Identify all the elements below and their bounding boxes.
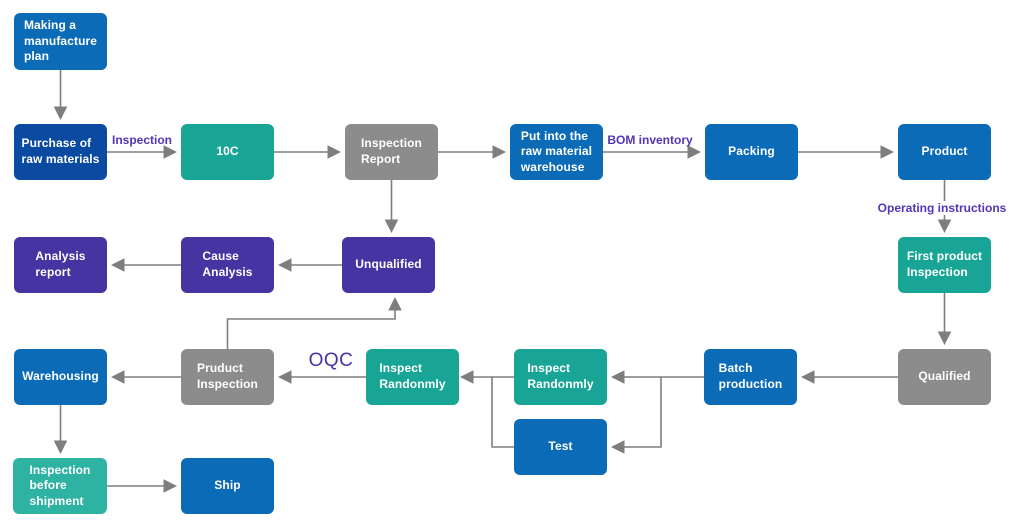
node-raw-material-warehouse: Put into the raw material warehouse <box>510 124 603 180</box>
node-label: 10C <box>216 144 239 159</box>
node-label: Warehousing <box>22 369 99 384</box>
node-packing: Packing <box>705 124 798 180</box>
edge-product-inspection-to-unqualified <box>226 296 402 349</box>
node-label: Inspection before shipment <box>29 462 91 508</box>
node-batch-production: Batch production <box>704 349 797 405</box>
node-label: Put into the raw material warehouse <box>520 128 593 174</box>
node-purchase-raw-materials: Purchase of raw materials <box>14 124 107 180</box>
edge-label-oqc: OQC <box>308 350 354 371</box>
node-label: Qualified <box>918 369 971 384</box>
node-making-plan: Making a manufacture plan <box>14 13 107 70</box>
node-inspection-report: Inspection Report <box>345 124 438 180</box>
node-product: Product <box>898 124 991 180</box>
node-label: Batch production <box>718 361 783 391</box>
node-first-product-inspection: First product Inspection <box>898 237 991 293</box>
node-label: Ship <box>214 478 241 493</box>
node-label: Inspect Randonmly <box>527 361 594 391</box>
node-cause-analysis: Cause Analysis <box>181 237 274 293</box>
node-label: Packing <box>728 144 775 159</box>
node-unqualified: Unqualified <box>342 237 435 293</box>
node-test: Test <box>514 419 607 475</box>
edge-label-inspection: Inspection <box>111 133 172 147</box>
node-label: Inspection Report <box>360 136 422 166</box>
node-product-inspection: Pruduct Inspection <box>181 349 274 405</box>
edge-test-join-line <box>491 376 514 448</box>
node-inspect-randomly-a: Inspect Randonmly <box>514 349 607 405</box>
node-10c: 10C <box>181 124 274 180</box>
node-inspect-randomly-b: Inspect Randonmly <box>366 349 459 405</box>
edge-label-operating-instructions: Operating instructions <box>874 201 1010 215</box>
edge-label-bom-inventory: BOM inventory <box>607 133 693 147</box>
node-label: Inspect Randonmly <box>379 361 446 391</box>
edge-batch-to-test <box>610 377 662 454</box>
node-analysis-report: Analysis report <box>14 237 107 293</box>
node-label: Cause Analysis <box>202 249 253 279</box>
node-label: Analysis report <box>35 249 86 279</box>
node-label: Product <box>921 144 968 159</box>
node-ship: Ship <box>181 458 274 514</box>
node-warehousing: Warehousing <box>14 349 107 405</box>
node-label: Unqualified <box>355 257 422 272</box>
node-label: Pruduct Inspection <box>196 361 258 391</box>
node-label: Test <box>548 439 573 454</box>
node-label: Making a manufacture plan <box>23 18 98 64</box>
node-label: First product Inspection <box>906 249 983 279</box>
node-qualified: Qualified <box>898 349 991 405</box>
node-inspection-before-shipment: Inspection before shipment <box>13 458 107 514</box>
node-label: Purchase of raw materials <box>21 136 100 166</box>
